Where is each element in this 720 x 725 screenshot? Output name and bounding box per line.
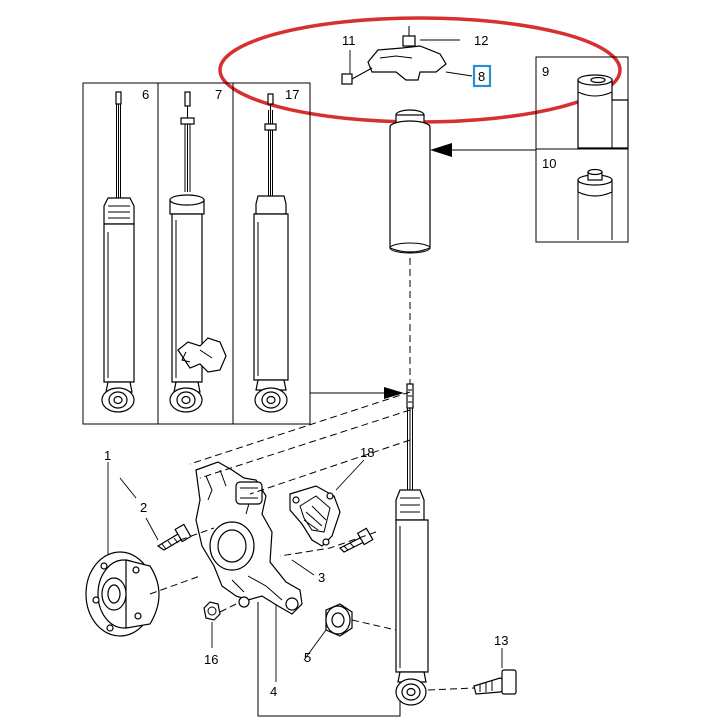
callout-17: 17	[285, 87, 299, 102]
callout-5: 5	[304, 650, 311, 665]
callout-16: 16	[204, 652, 218, 667]
shock-7	[169, 91, 227, 413]
assembly-lines	[149, 391, 411, 717]
upper-mount-assembly	[341, 26, 447, 85]
bolt-3	[338, 527, 374, 553]
bushing-5	[325, 603, 353, 637]
callout-9: 9	[542, 64, 549, 79]
gasket-plate	[289, 485, 341, 547]
callout-6: 6	[142, 87, 149, 102]
leader-lines	[107, 39, 503, 682]
dust-cover	[389, 109, 431, 254]
shock-6	[101, 91, 135, 413]
main-shock-absorber	[395, 383, 429, 706]
callout-8: 8	[478, 69, 485, 84]
bolt-11	[341, 67, 373, 85]
callout-18: 18	[360, 445, 374, 460]
callout-11: 11	[342, 33, 356, 48]
bolt-2	[156, 523, 192, 551]
nut-16	[203, 601, 221, 621]
shock-variants-box	[82, 82, 311, 425]
callout-2: 2	[140, 500, 147, 515]
shock-17	[253, 93, 289, 413]
wheel-hub	[85, 551, 160, 637]
callout-8-highlight	[472, 64, 492, 88]
callout-12: 12	[474, 33, 488, 48]
bolt-13	[473, 669, 517, 695]
callout-4: 4	[270, 684, 277, 699]
callout-1: 1	[104, 448, 111, 463]
callout-7: 7	[215, 87, 222, 102]
callout-10: 10	[542, 156, 556, 171]
callout-3: 3	[318, 570, 325, 585]
callout-labels: 11 12 8 9 10 6 7 17 1 2 18 3 5 16 4 13	[104, 33, 556, 699]
callout-13: 13	[494, 633, 508, 648]
wheel-knuckle	[195, 461, 303, 615]
